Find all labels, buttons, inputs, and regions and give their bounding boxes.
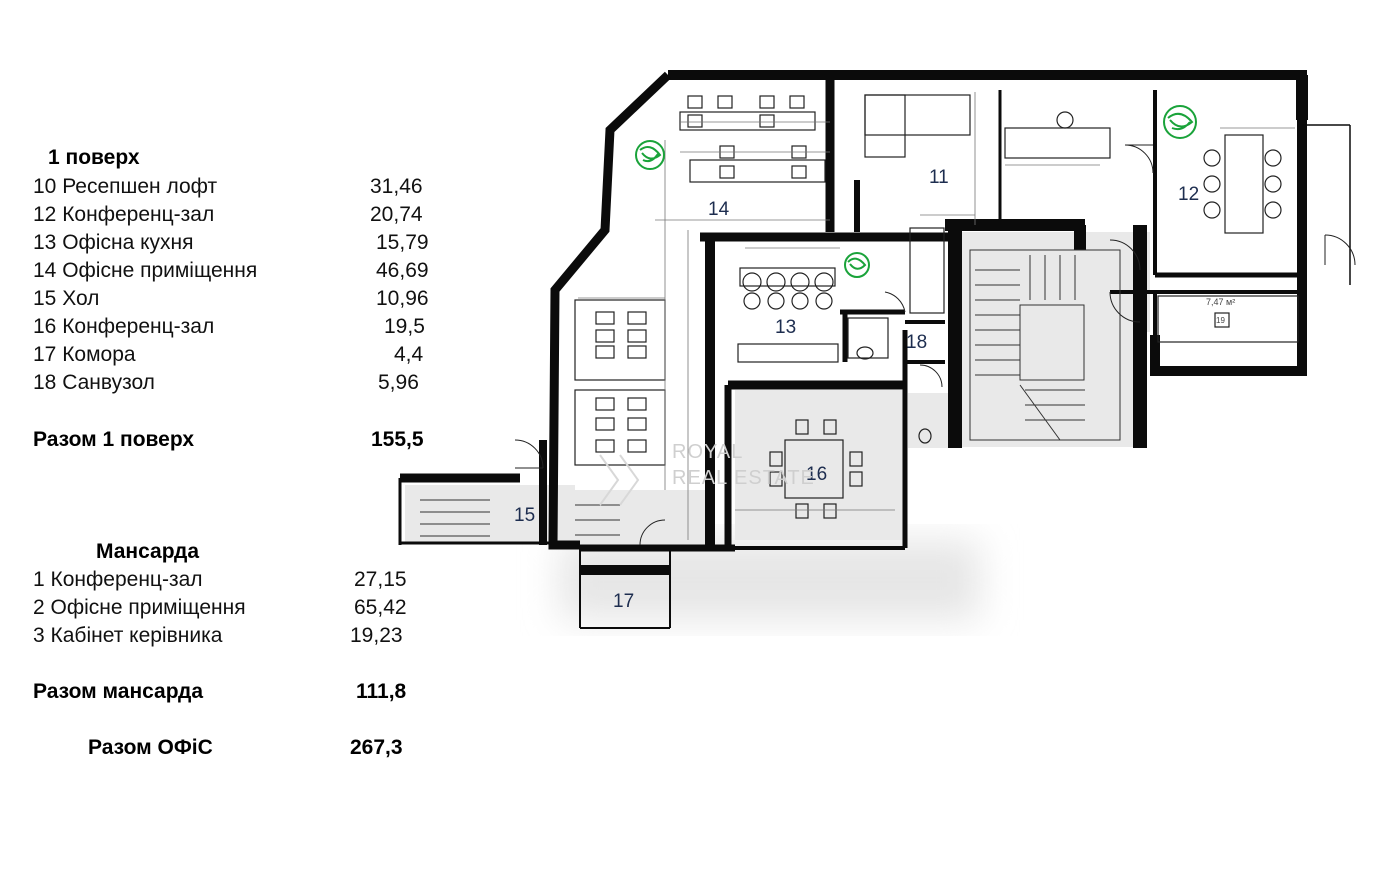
floor1-title: 1 поверх xyxy=(48,146,140,169)
room-area: 5,96 xyxy=(378,371,419,394)
exterior-walls xyxy=(398,70,1308,552)
room-area: 10,96 xyxy=(376,287,429,310)
stairs xyxy=(420,249,1121,537)
room-label-17: 17 xyxy=(613,591,634,612)
interior-walls xyxy=(579,75,1351,629)
dimension-lines xyxy=(578,92,1295,540)
room-label-18: 18 xyxy=(906,332,927,353)
room-area: 46,69 xyxy=(376,259,429,282)
attic-title: Мансарда xyxy=(96,540,200,563)
room-label-13: 13 xyxy=(775,317,796,338)
watermark-logo-icon xyxy=(599,454,640,506)
room-label: 1 Конференц-зал xyxy=(33,568,203,591)
attic-total-label: Разом мансарда xyxy=(33,680,204,703)
plan-shadow xyxy=(560,540,980,620)
watermark-line2: REAL ESTATE xyxy=(672,467,815,489)
plants xyxy=(635,105,1197,278)
room-label-15: 15 xyxy=(514,505,535,526)
watermark-line1: ROYAL xyxy=(672,441,743,463)
room-area: 19,23 xyxy=(350,624,403,647)
watermark: ROYAL REAL ESTATE xyxy=(599,441,815,506)
room-label-12: 12 xyxy=(1178,184,1199,205)
room-labels: 11 12 13 14 15 16 17 18 7,47 м² 19 xyxy=(514,167,1235,612)
room-label: 18 Санвузол xyxy=(33,371,155,394)
room-label-16: 16 xyxy=(806,464,827,485)
room-label: 16 Конференц-зал xyxy=(33,315,215,338)
room-label: 13 Офісна кухня xyxy=(33,231,194,254)
floor1-total-label: Разом 1 поверх xyxy=(33,428,195,451)
room-area: 31,46 xyxy=(370,175,423,198)
room-label-11: 11 xyxy=(929,167,949,188)
room-area: 65,42 xyxy=(354,596,407,619)
room-label: 3 Кабінет керівника xyxy=(33,624,223,647)
room-label: 12 Конференц-зал xyxy=(33,203,215,226)
room-area: 15,79 xyxy=(376,231,429,254)
room-label: 17 Комора xyxy=(33,343,136,366)
room-area: 27,15 xyxy=(354,568,407,591)
room-area: 20,74 xyxy=(370,203,423,226)
room-label: 15 Хол xyxy=(33,287,100,310)
room-label: 10 Ресепшен лофт xyxy=(33,175,218,198)
room-area: 19,5 xyxy=(384,315,425,338)
room-19-area: 7,47 м² xyxy=(1206,297,1235,307)
area-legend: 1 поверх 10 Ресепшен лофт 31,46 12 Конфе… xyxy=(0,0,470,896)
office-total-value: 267,3 xyxy=(350,736,403,759)
attic-total-value: 111,8 xyxy=(356,680,407,703)
room-area: 4,4 xyxy=(394,343,424,366)
room-19-tag: 19 xyxy=(1216,316,1225,325)
doors xyxy=(514,144,1356,546)
room-label-14: 14 xyxy=(708,199,730,220)
room-fills xyxy=(405,232,1150,545)
room-label: 14 Офісне приміщення xyxy=(33,259,258,282)
office-total-label: Разом ОФіС xyxy=(88,736,213,759)
room-label: 2 Офісне приміщення xyxy=(33,596,246,619)
floor1-total-value: 155,5 xyxy=(371,428,424,451)
